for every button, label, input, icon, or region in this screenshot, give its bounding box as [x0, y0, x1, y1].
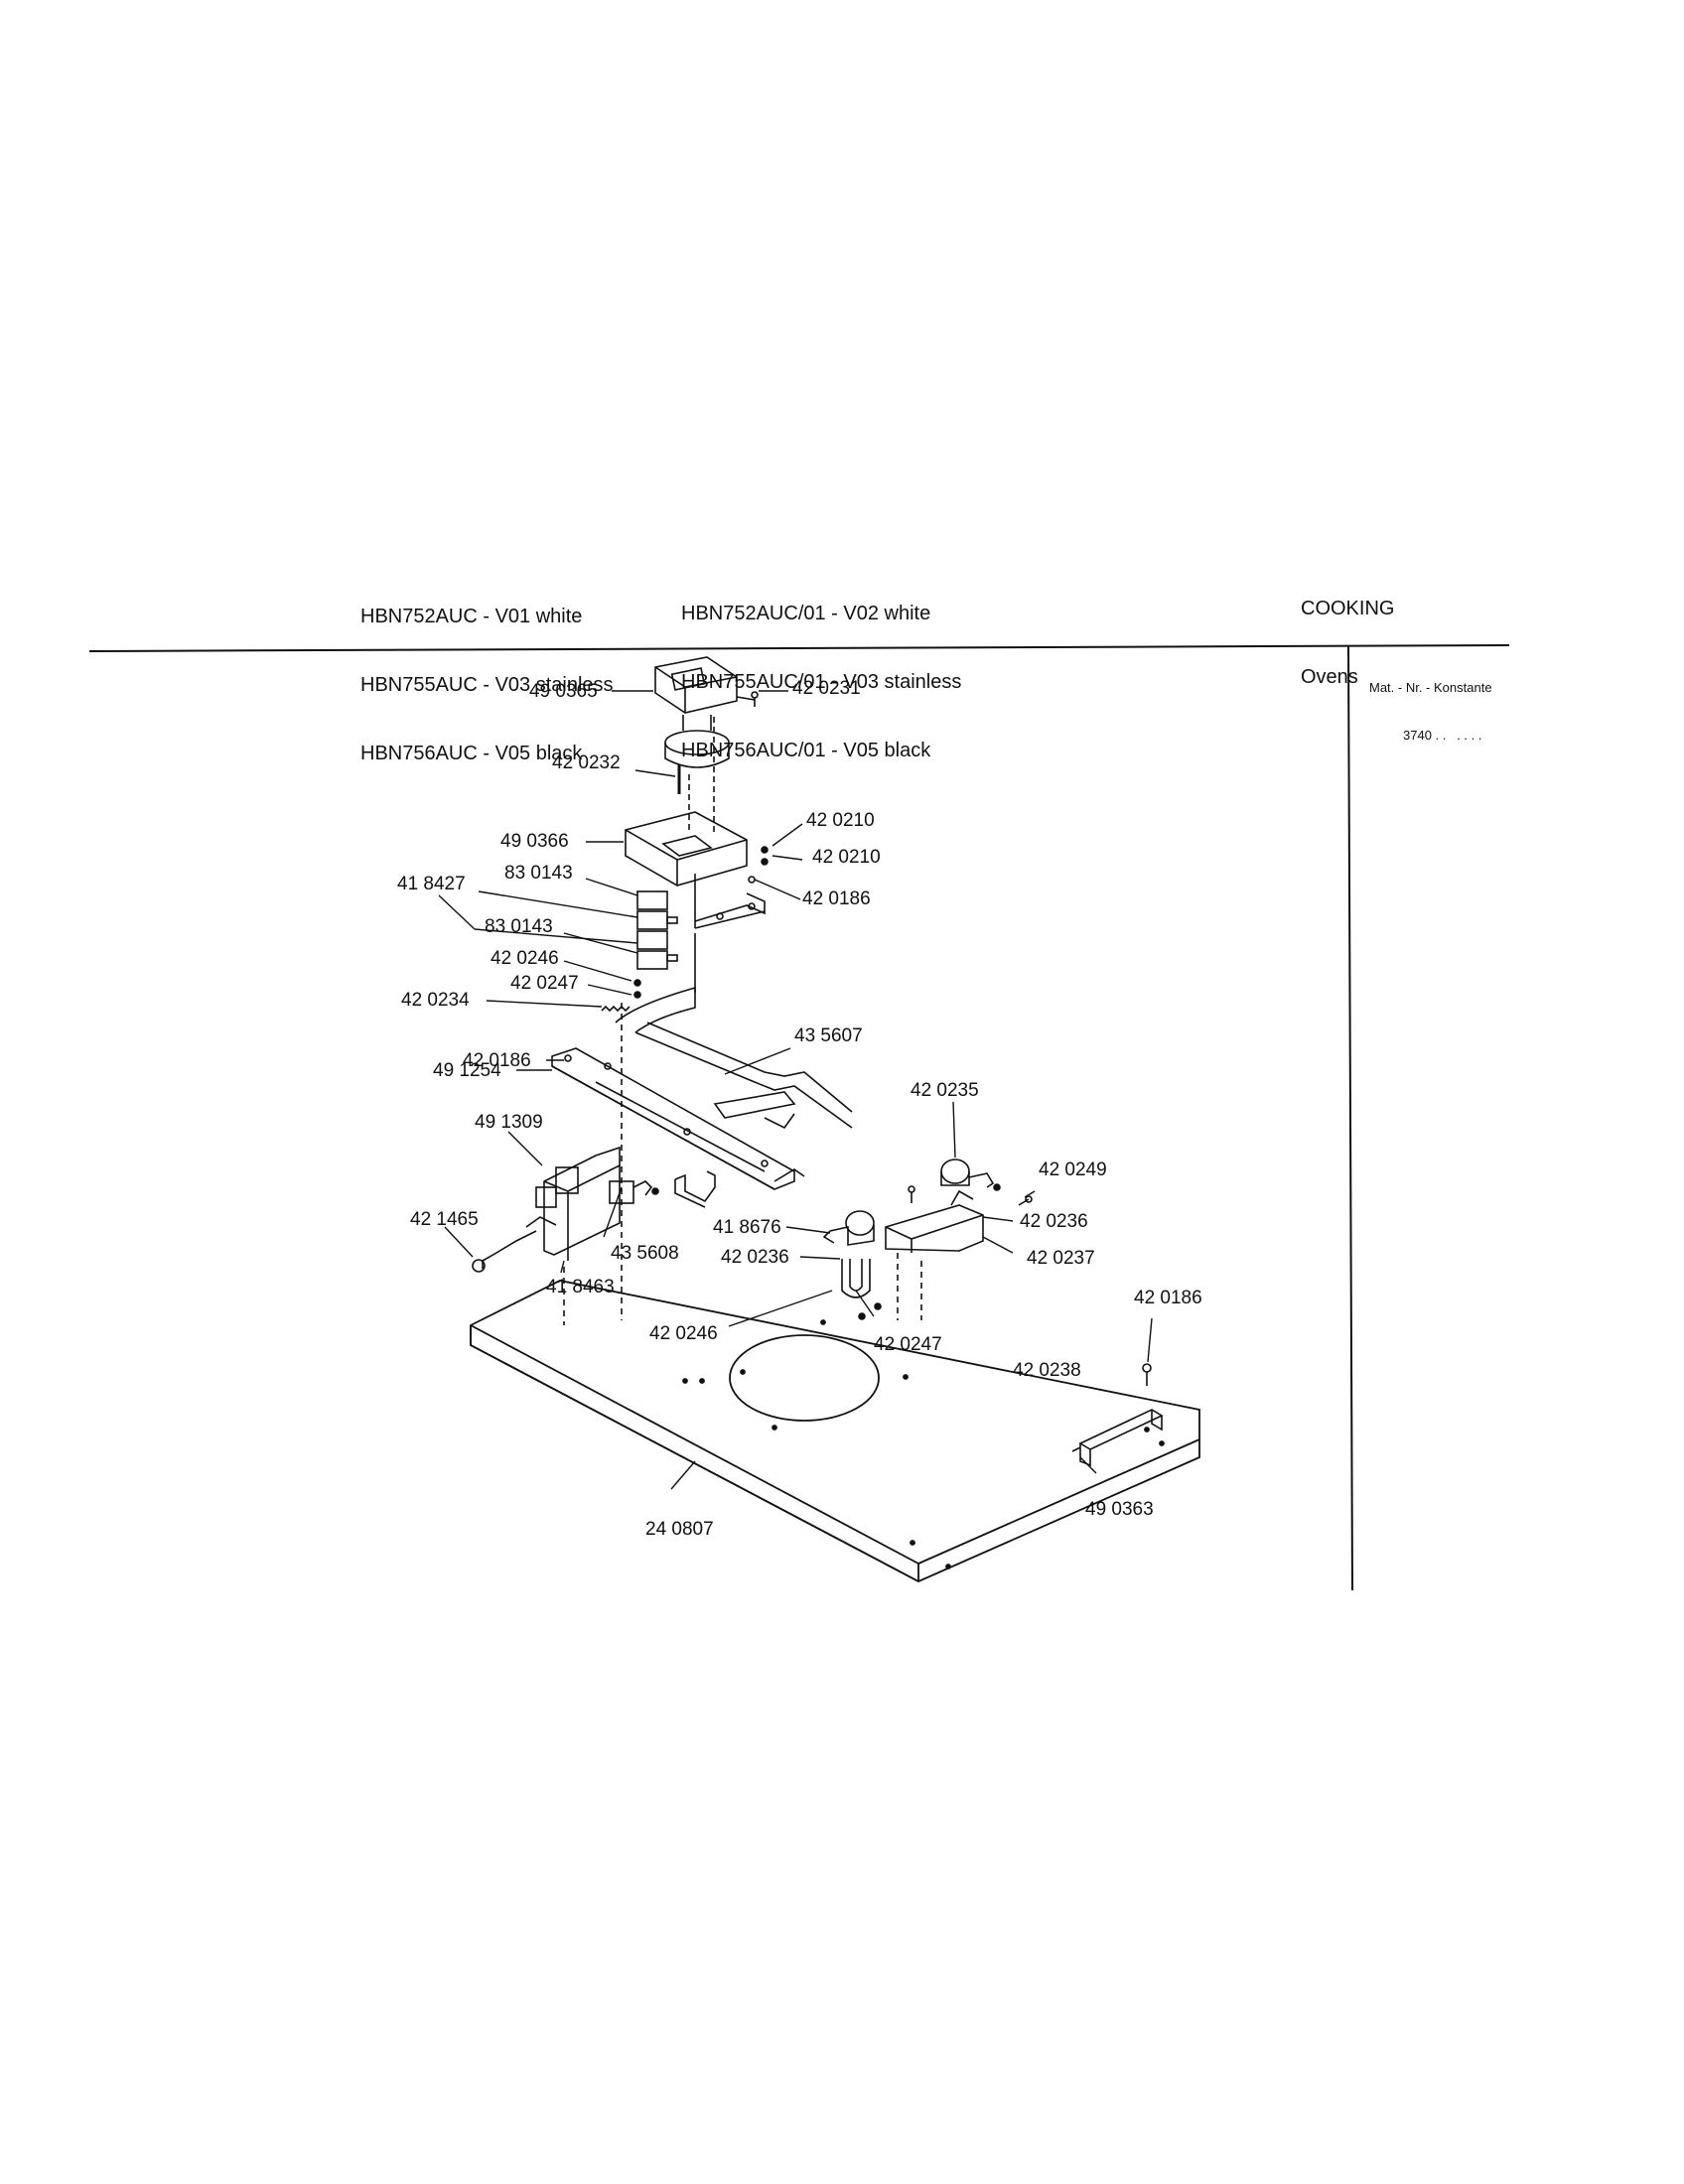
part-label: 49 1309: [475, 1112, 543, 1133]
thermostat-drawing: [654, 656, 759, 834]
side-rule: [1347, 644, 1353, 1591]
mat-nr-label: Mat. - Nr. - Konstante: [1369, 680, 1492, 695]
part-label: 24 0807: [645, 1519, 714, 1540]
mat-nr-value: 3740 . . . . . .: [1403, 728, 1482, 743]
part-label: 42 0246: [649, 1323, 718, 1344]
part-label: 43 5607: [794, 1025, 863, 1046]
part-label: 42 0247: [510, 973, 579, 994]
rail-drawing: [551, 1047, 805, 1208]
category-block: COOKING Ovens: [1301, 552, 1394, 712]
part-label: 42 0237: [1027, 1248, 1095, 1269]
part-labels: 49 0365 42 0231 42 0232 42 0210 49 0366 …: [397, 678, 1202, 1540]
leader-lines: [438, 690, 1153, 1490]
part-label: 42 0186: [1134, 1288, 1202, 1308]
model-line: HBN755AUC/01 - V03 stainless: [681, 671, 962, 693]
part-label: 42 0236: [721, 1247, 789, 1268]
category-label: COOKING: [1301, 598, 1395, 619]
base-panel-drawing: [470, 1280, 1200, 1582]
part-label: 42 0210: [806, 810, 875, 831]
model-line: HBN752AUC - V01 white: [360, 606, 583, 627]
hinge-bracket-drawing: [1071, 1363, 1164, 1467]
model-line: HBN755AUC - V03 stainless: [360, 674, 614, 696]
part-label: 41 8463: [546, 1277, 615, 1297]
part-label: 42 0186: [802, 888, 871, 909]
part-label: 83 0143: [485, 916, 553, 937]
part-label: 42 0186: [463, 1050, 531, 1071]
part-label: 42 1465: [410, 1209, 479, 1230]
part-label: 83 0143: [504, 863, 573, 884]
part-label: 42 0236: [1020, 1211, 1088, 1232]
part-label: 49 0366: [500, 831, 569, 852]
probe-tube-drawing: [601, 933, 853, 1130]
part-label: 42 0234: [401, 990, 470, 1011]
model-line: HBN756AUC/01 - V05 black: [681, 740, 931, 761]
model-list-left: HBN752AUC - V01 white HBN755AUC - V03 st…: [360, 560, 614, 788]
subcategory-label: Ovens: [1301, 666, 1358, 688]
part-label: 42 0246: [491, 948, 559, 969]
part-label: 42 0247: [874, 1334, 942, 1355]
part-label: 49 0365: [529, 681, 598, 702]
part-label: 41 8676: [713, 1217, 781, 1238]
part-label: 42 0231: [792, 678, 861, 699]
header-rule: [88, 644, 1510, 652]
part-label: 42 0238: [1013, 1360, 1081, 1381]
model-line: HBN752AUC/01 - V02 white: [681, 603, 931, 624]
part-label: 42 0249: [1039, 1160, 1107, 1180]
bracket-drawing: [625, 811, 769, 929]
thermal-cutout-drawing: [822, 1159, 1033, 1320]
mat-nr-block: Mat. - Nr. - Konstante 3740 . . . . . .: [1369, 648, 1492, 759]
part-label: 41 8427: [397, 874, 466, 894]
model-line: HBN756AUC - V05 black: [360, 743, 583, 764]
part-label: 43 5608: [611, 1243, 679, 1264]
switch-stack-drawing: [621, 890, 678, 1320]
part-label: 49 0363: [1085, 1499, 1154, 1520]
part-label: 42 0210: [812, 847, 881, 868]
part-label: 42 0235: [911, 1080, 979, 1101]
part-label: 49 1254: [433, 1060, 501, 1081]
door-lock-drawing: [472, 1146, 659, 1325]
part-label: 42 0232: [552, 752, 621, 773]
model-list-right: HBN752AUC/01 - V02 white HBN755AUC/01 - …: [681, 557, 961, 785]
